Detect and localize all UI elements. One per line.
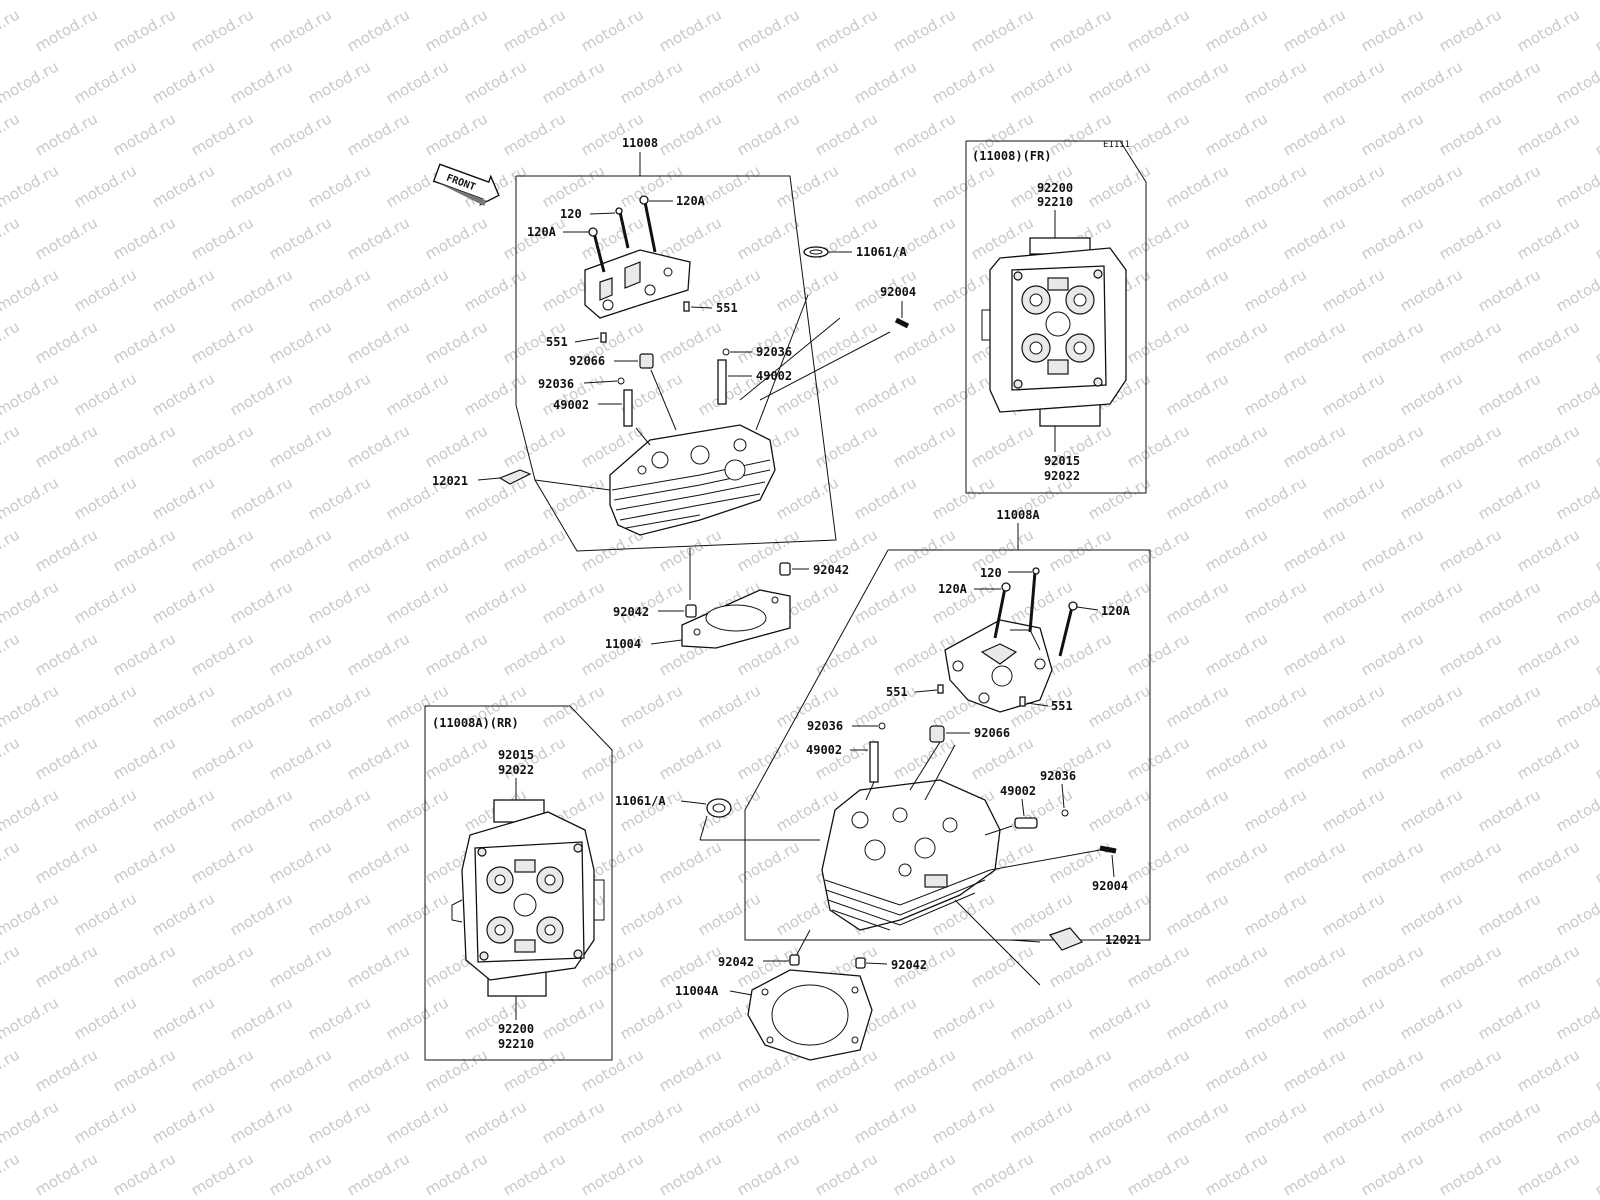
- callout-rear-120a-2: 120A: [1101, 604, 1131, 618]
- assembly-front-number: 11008: [622, 136, 658, 150]
- rear-bolt-120a-1: [993, 582, 1011, 639]
- inset-rear-title: (11008A)(RR): [432, 716, 519, 730]
- rear-bolt-120: [1028, 567, 1040, 633]
- callout-front-92004: 92004: [880, 285, 916, 299]
- rear-dowel-551-1: [937, 684, 944, 694]
- callout-front-11061: 11061/A: [856, 245, 907, 259]
- rear-dowel-551-2: [1019, 696, 1026, 707]
- callout-front-92066: 92066: [569, 354, 605, 368]
- inset-front-top-code-1: 92200: [1037, 181, 1073, 195]
- inset-front-bottom-code-2: 92022: [1044, 469, 1080, 483]
- callout-rear-92042-2: 92042: [891, 958, 927, 972]
- rear-head-gasket-11004a: [747, 969, 873, 1061]
- front-stud-92004: [894, 317, 910, 329]
- callout-rear-49002-2: 49002: [1000, 784, 1036, 798]
- rear-knock-pin-92042-1: [789, 954, 800, 966]
- rear-bolt-120a-2: [1058, 601, 1078, 657]
- callout-front-49002-2: 49002: [553, 398, 589, 412]
- front-valve-guide-49002-2: [623, 389, 633, 427]
- rear-oil-seal-92066: [929, 725, 945, 743]
- callout-rear-92004: 92004: [1092, 879, 1128, 893]
- callout-front-12021: 12021: [432, 474, 468, 488]
- front-rocker-bracket: [584, 249, 691, 319]
- callout-front-92042-1: 92042: [813, 563, 849, 577]
- inset-front-title: (11008)(FR): [972, 149, 1051, 163]
- front-circlip-92036-1: [722, 348, 730, 356]
- assembly-front-frame: [515, 175, 837, 552]
- inset-front-bottom-code-1: 92015: [1044, 454, 1080, 468]
- inset-rear-top-code-2: 92022: [498, 763, 534, 777]
- assembly-rear-number: 11008A: [996, 508, 1040, 522]
- front-circlip-92036-2: [617, 377, 625, 385]
- callout-rear-92036-1: 92036: [807, 719, 843, 733]
- callout-rear-551-2: 551: [1051, 699, 1073, 713]
- callout-rear-120a-1: 120A: [938, 582, 968, 596]
- callout-front-120a-1: 120A: [676, 194, 706, 208]
- inset-front-head-top-view: [981, 237, 1127, 427]
- rear-cylinder-head: [821, 779, 1001, 931]
- callout-front-120a-2: 120A: [527, 225, 557, 239]
- rear-valve-guide-49002-1: [869, 741, 879, 783]
- callout-front-92036-1: 92036: [756, 345, 792, 359]
- rear-rocker-bracket: [944, 619, 1053, 713]
- callout-front-551-2: 551: [546, 335, 568, 349]
- callout-front-120: 120: [560, 207, 582, 221]
- callout-rear-12021: 12021: [1105, 933, 1141, 947]
- front-dowel-551-2: [600, 332, 607, 343]
- callout-front-92036-2: 92036: [538, 377, 574, 391]
- inset-rear-bottom-code-1: 92200: [498, 1022, 534, 1036]
- callout-rear-551-1: 551: [886, 685, 908, 699]
- front-knock-pin-92042-2: [685, 604, 697, 618]
- diagram-code: E1111: [1103, 140, 1130, 150]
- callout-rear-120: 120: [980, 566, 1002, 580]
- inset-rear-head-top-view: [451, 799, 605, 997]
- inset-front-frame: [965, 140, 1147, 494]
- callout-rear-92066: 92066: [974, 726, 1010, 740]
- rear-knock-pin-92042-2: [855, 957, 866, 969]
- front-knock-pin-92042-1: [779, 562, 791, 576]
- inset-rear-top-code-1: 92015: [498, 748, 534, 762]
- front-cylinder-head: [609, 424, 776, 536]
- callout-front-49002-1: 49002: [756, 369, 792, 383]
- front-bolt-120: [615, 207, 630, 249]
- callout-front-92042-2: 92042: [613, 605, 649, 619]
- front-plate-12021: [498, 469, 532, 485]
- rear-circlip-92036-1: [878, 722, 886, 730]
- rear-valve-guide-49002-2: [1014, 817, 1038, 829]
- front-bolt-120a-1: [639, 195, 657, 253]
- front-dowel-551-1: [683, 301, 690, 312]
- front-arrow-icon: FRONT: [432, 163, 500, 207]
- callout-rear-11004a: 11004A: [675, 984, 719, 998]
- callout-front-551-1: 551: [716, 301, 738, 315]
- rear-plate-12021: [1049, 927, 1084, 951]
- front-head-gasket-11004: [681, 589, 791, 649]
- front-oil-seal-92066: [639, 353, 654, 369]
- callout-rear-92036-2: 92036: [1040, 769, 1076, 783]
- inset-rear-frame: [424, 705, 613, 1061]
- callout-rear-11061: 11061/A: [615, 794, 666, 808]
- callout-front-11004: 11004: [605, 637, 641, 651]
- assembly-rear-frame: [744, 549, 1151, 941]
- rear-circlip-92036-2: [1061, 809, 1069, 817]
- callout-rear-92042-1: 92042: [718, 955, 754, 969]
- front-valve-guide-49002-1: [717, 359, 727, 405]
- callout-rear-49002-1: 49002: [806, 743, 842, 757]
- inset-front-top-code-2: 92210: [1037, 195, 1073, 209]
- inset-rear-bottom-code-2: 92210: [498, 1037, 534, 1051]
- rear-stud-92004: [1099, 845, 1117, 854]
